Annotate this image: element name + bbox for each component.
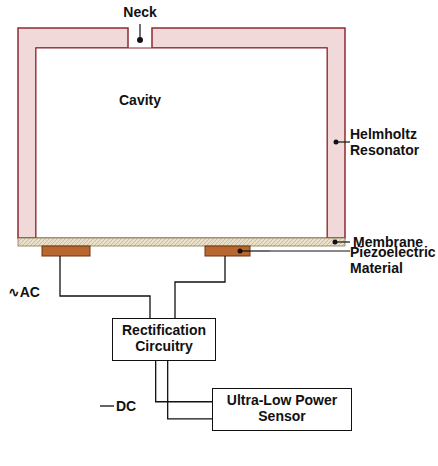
wire xyxy=(60,256,150,318)
part-label: Cavity xyxy=(119,92,161,108)
dc-dash xyxy=(100,405,114,406)
part-label: DC xyxy=(116,398,136,414)
leader-line xyxy=(335,241,350,242)
resonator-wall xyxy=(18,28,345,238)
box-label: Ultra-Low Power Sensor xyxy=(218,392,346,424)
wire xyxy=(175,256,225,318)
part-label: Piezoelectric Material xyxy=(350,244,434,276)
dc-wire xyxy=(156,361,212,419)
part-label: Neck xyxy=(123,4,156,20)
box-label: Rectification Circuitry xyxy=(118,322,210,354)
membrane xyxy=(18,238,345,246)
leader-line xyxy=(270,250,350,251)
leader-line xyxy=(240,250,270,251)
leader-line xyxy=(139,24,140,38)
part-label: Helmholtz Resonator xyxy=(350,126,434,158)
sensor-box: Ultra-Low Power Sensor xyxy=(212,388,352,431)
piezo-pad xyxy=(42,246,90,256)
part-label: ∿AC xyxy=(8,284,40,300)
cavity xyxy=(36,48,327,238)
circuit-box: Rectification Circuitry xyxy=(112,318,216,361)
leader-line xyxy=(336,141,350,142)
